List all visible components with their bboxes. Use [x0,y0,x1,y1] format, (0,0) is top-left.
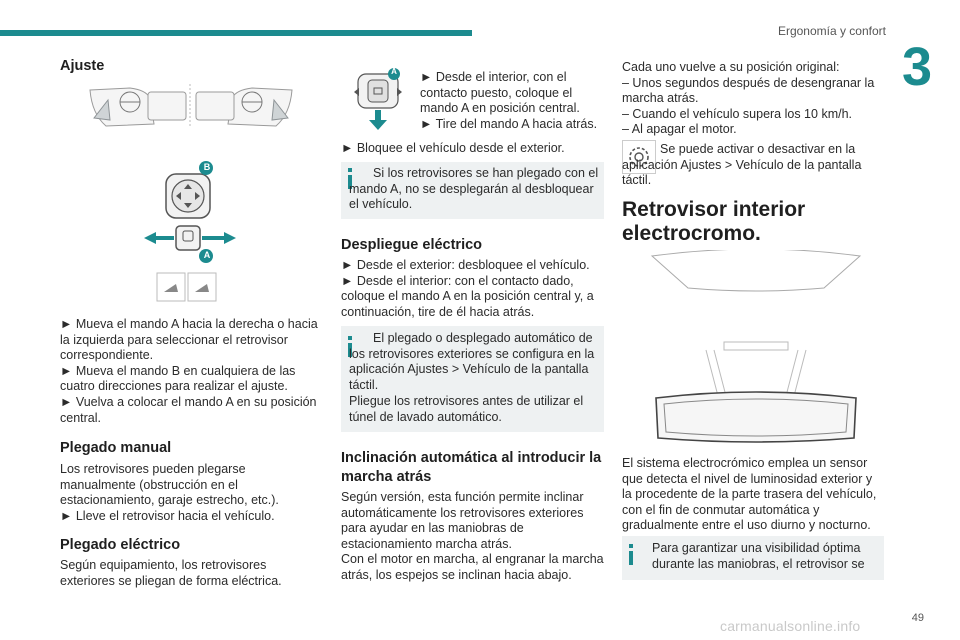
ajuste-step-1: ► Mueva el mando A hacia la derecha o ha… [60,317,318,363]
info-icon [348,168,352,172]
mirror-pair-illustration [89,84,293,128]
electrocromo-text: El sistema electrocrómico emplea un sens… [622,456,877,533]
heading-retrovisor: Retrovisor interior electrocromo. [622,198,806,245]
plegado-manual-step: ► Lleve el retrovisor hacia el vehículo. [60,508,275,523]
inclinacion-body: Según versión, esta función permite incl… [341,490,604,584]
label-a: A [203,250,211,260]
page-number: 49 [911,612,924,624]
info-icon [629,544,633,548]
header-accent-bar [0,30,472,36]
info-box-2: El plegado o desplegado automático de lo… [341,326,604,432]
inclinacion-text-1: Según versión, esta función permite incl… [341,490,584,551]
info-2-text-a: El plegado o desplegado automático de lo… [349,331,595,392]
ajuste-instructions: ► Mueva el mando A hacia la derecha o ha… [60,317,322,426]
info-icon-bar [629,551,633,565]
info-3-text: Para garantizar una visibilidad óptima d… [652,541,865,571]
section-header-title: Ergonomía y confort [777,24,886,38]
despliegue-step-2: ► Desde el interior: con el contacto dad… [341,273,594,319]
return-conditions: Cada uno vuelve a su posición original: … [622,60,882,138]
heading-ajuste: Ajuste [60,58,105,74]
info-icon-bar [348,175,352,189]
fold-buttons-illustration [156,272,217,302]
info-2-text-b: Pliegue los retrovisores antes de utiliz… [349,394,584,424]
return-item-1: – Unos segundos después de desengranar l… [622,75,875,106]
watermark: carmanualsonline.info [720,618,861,634]
bloquear-step: ► Bloquee el vehículo desde el exterior. [341,141,565,155]
label-b: B [203,162,211,172]
despliegue-body: ► Desde el exterior: desbloquee el vehíc… [341,258,604,320]
heading-despliegue: Despliegue eléctrico [341,237,483,253]
return-intro: Cada uno vuelve a su posición original: [622,60,840,74]
heading-plegado-electrico: Plegado eléctrico [60,537,181,553]
info-icon-bar [348,343,352,357]
interior-step-2: ► Tire del mando A hacia atrás. [420,116,598,131]
settings-note: Se puede activar o desactivar en la apli… [622,142,862,188]
chapter-number: 3 [901,37,932,97]
icon-label-a: A [391,67,397,76]
plegado-manual-text: Los retrovisores pueden plegarse manualm… [60,462,279,508]
info-1-text: Si los retrovisores se han plegado con e… [349,166,599,212]
info-box-3: Para garantizar una visibilidad óptima d… [622,536,884,580]
gear-icon [622,140,656,174]
despliegue-step-1: ► Desde el exterior: desbloquee el vehíc… [341,258,590,272]
info-icon [348,336,352,340]
ajuste-step-2: ► Mueva el mando B en cualquiera de las … [60,363,296,394]
inclinacion-text-2: Con el motor en marcha, al engranar la m… [341,552,604,582]
return-item-3: – Al apagar el motor. [622,122,737,137]
interior-mirror-illustration [650,250,862,443]
mirror-control-illustration [144,161,236,263]
plegado-electrico-text: Según equipamiento, los retrovisores ext… [60,558,282,588]
ajuste-step-3: ► Vuelva a colocar el mando A en su posi… [60,394,317,425]
interior-step-1: ► Desde el interior, con el contacto pue… [420,70,580,116]
plegado-manual-body: Los retrovisores pueden plegarse manualm… [60,462,322,524]
heading-plegado-manual: Plegado manual [60,440,172,456]
return-item-2: – Cuando el vehículo supera los 10 km/h. [622,106,852,121]
control-pull-icon [354,68,402,130]
heading-inclinacion: Inclinación automática al introducir la … [341,450,602,485]
interior-instructions: ► Desde el interior, con el contacto pue… [420,70,606,132]
info-box-1: Si los retrovisores se han plegado con e… [341,162,604,219]
